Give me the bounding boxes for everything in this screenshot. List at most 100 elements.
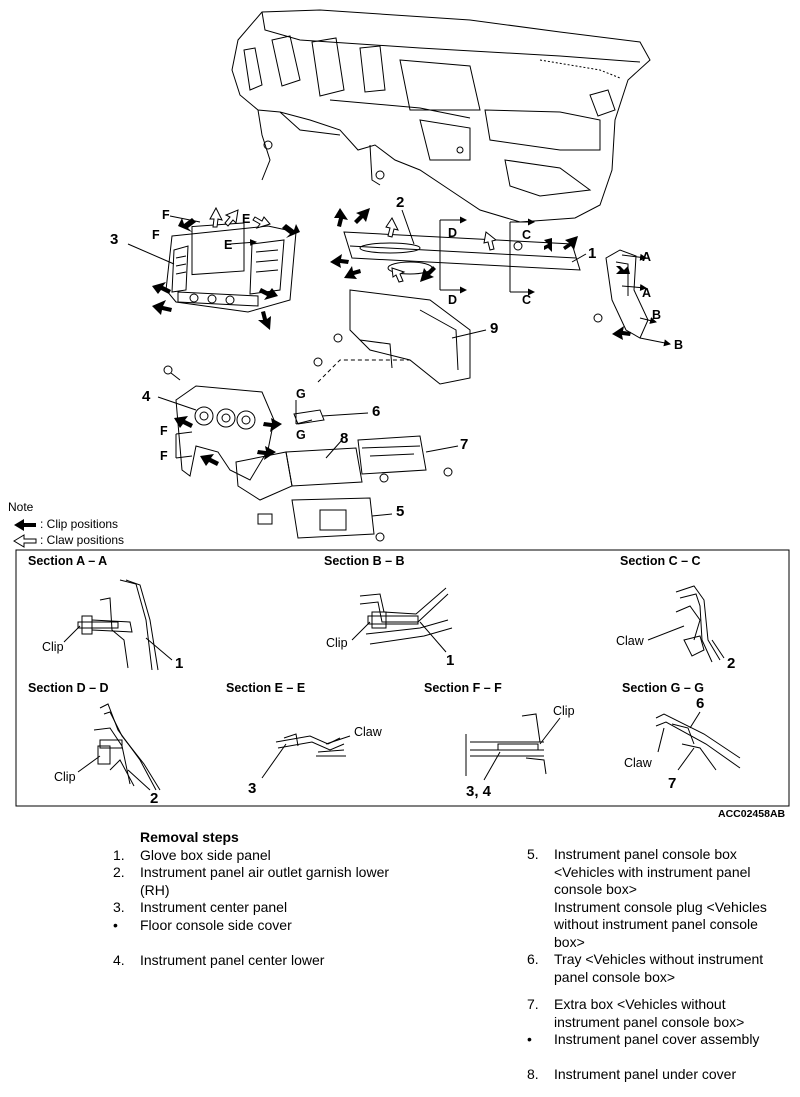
instrument-panel-under-cover xyxy=(235,447,363,501)
marker-c-top: C xyxy=(522,228,532,242)
section-c-part: 2 xyxy=(727,655,736,672)
callout-1: 1 xyxy=(588,245,597,262)
marker-e-bottom: E xyxy=(224,238,233,252)
step-bullet: • xyxy=(113,916,118,933)
removal-steps-right: 5. Instrument panel console box <Vehicles… xyxy=(527,846,789,1084)
step-text: Instrument panel cover assembly xyxy=(554,1031,760,1047)
step-text: Tray <Vehicles without instrument panel … xyxy=(554,951,764,985)
step-num: 7. xyxy=(527,996,539,1012)
section-d-clip-label: Clip xyxy=(54,770,76,784)
section-e-claw-label: Claw xyxy=(354,725,382,739)
marker-a-top: A xyxy=(642,250,652,264)
section-d-part: 2 xyxy=(150,790,159,807)
step-num: 4. xyxy=(113,951,125,968)
step-num: 6. xyxy=(527,951,539,967)
section-d-drawing xyxy=(77,703,161,791)
section-b-clip-label: Clip xyxy=(326,636,348,650)
console-box xyxy=(257,497,375,539)
marker-a-bottom: A xyxy=(642,286,652,300)
section-a-title: Section A – A xyxy=(28,554,108,568)
section-b-drawing xyxy=(351,587,453,653)
claw-arrows xyxy=(209,206,498,283)
marker-f-3: F xyxy=(160,424,168,438)
callout-6: 6 xyxy=(372,403,381,420)
step-num: 2. xyxy=(113,864,125,880)
marker-f-4: F xyxy=(160,449,168,463)
marker-d-bottom: D xyxy=(448,293,458,307)
dashboard-assembly xyxy=(231,9,651,223)
legend-arrows xyxy=(13,519,37,548)
callout-4: 4 xyxy=(142,388,151,405)
callout-7: 7 xyxy=(460,436,469,453)
legend-clip: : Clip positions xyxy=(40,517,119,531)
section-f-drawing xyxy=(465,713,561,781)
step-bullet: • xyxy=(527,1031,532,1047)
section-f-clip-label: Clip xyxy=(553,704,575,718)
section-g-drawing xyxy=(655,711,741,771)
marker-e-top: E xyxy=(242,212,251,226)
step-num: 3. xyxy=(113,899,125,915)
section-g-part-7: 7 xyxy=(668,775,677,792)
extra-box xyxy=(357,435,427,475)
section-b-title: Section B – B xyxy=(324,554,405,568)
step-num: 8. xyxy=(527,1066,539,1082)
step-text: Instrument center panel xyxy=(140,899,288,915)
section-c-title: Section C – C xyxy=(620,554,701,568)
air-outlet-garnish xyxy=(343,231,581,275)
callout-8: 8 xyxy=(340,430,349,447)
section-f-title: Section F – F xyxy=(424,681,502,695)
tray xyxy=(293,409,325,425)
step-text: Instrument panel under cover xyxy=(554,1066,737,1082)
marker-d-top: D xyxy=(448,226,458,240)
marker-c-bottom: C xyxy=(522,293,532,307)
step-num: 5. xyxy=(527,846,539,862)
section-a-clip-label: Clip xyxy=(42,640,64,654)
screws xyxy=(163,241,603,542)
section-g-claw-label: Claw xyxy=(624,756,652,770)
step-text: Instrument panel center lower xyxy=(140,951,325,968)
step-text: Instrument console plug <Vehicles withou… xyxy=(554,898,767,950)
section-a-drawing xyxy=(63,579,173,671)
marker-f-2: F xyxy=(152,228,160,242)
callout-5: 5 xyxy=(396,503,405,520)
step-text: Floor console side cover xyxy=(140,916,292,933)
callout-2: 2 xyxy=(396,194,405,211)
callout-9: 9 xyxy=(490,320,499,337)
section-b-part: 1 xyxy=(446,652,455,669)
marker-g-top: G xyxy=(296,387,306,401)
section-f-part: 3, 4 xyxy=(466,783,492,800)
step-text: Glove box side panel xyxy=(140,846,271,863)
document-id: ACC02458AB xyxy=(718,808,786,820)
section-e-title: Section E – E xyxy=(226,681,306,695)
step-num xyxy=(527,899,554,952)
removal-steps-title: Removal steps xyxy=(140,829,239,845)
section-g-title: Section G – G xyxy=(622,681,704,695)
section-lines xyxy=(169,215,671,459)
section-c-drawing xyxy=(647,585,725,663)
callout-3: 3 xyxy=(110,231,119,248)
step-text: Instrument panel air outlet garnish lowe… xyxy=(140,864,390,898)
marker-f-1: F xyxy=(162,208,170,222)
section-e-drawing xyxy=(261,733,351,779)
step-text: Instrument panel console box <Vehicles w… xyxy=(554,846,751,897)
section-d-title: Section D – D xyxy=(28,681,109,695)
instrument-center-panel xyxy=(165,222,297,313)
sections-frame xyxy=(15,549,790,807)
section-a-part: 1 xyxy=(175,655,184,672)
section-e-part: 3 xyxy=(248,780,257,797)
legend-claw: : Claw positions xyxy=(40,533,125,547)
section-c-claw-label: Claw xyxy=(616,634,644,648)
marker-b-top: B xyxy=(652,308,662,322)
callout-leaders xyxy=(127,209,587,517)
step-text: Extra box <Vehicles without instrument p… xyxy=(554,996,745,1030)
marker-b-bottom: B xyxy=(674,338,684,352)
step-num: 1. xyxy=(113,846,125,863)
section-g-part-6: 6 xyxy=(696,695,705,712)
legend-title: Note xyxy=(8,500,34,514)
marker-g-bottom: G xyxy=(296,428,306,442)
under-cover-bracket xyxy=(317,289,471,385)
removal-steps-left: Removal steps 1. Glove box side panel 2. I… xyxy=(113,829,393,969)
clip-arrows xyxy=(152,208,631,466)
instrument-panel-center-lower xyxy=(175,385,275,481)
